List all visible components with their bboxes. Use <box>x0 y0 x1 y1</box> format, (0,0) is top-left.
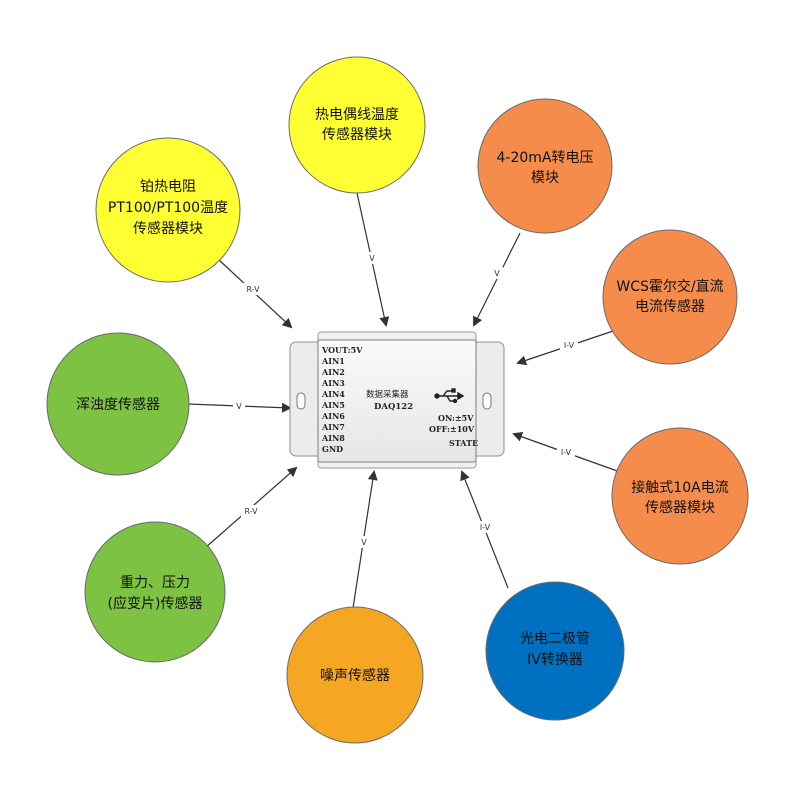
node-pt100-line1: 铂热电阻 <box>140 179 196 195</box>
node-strain-circle <box>84 521 226 663</box>
link-label-contact-10a: I-V <box>561 448 572 457</box>
link-label-pt100: R-V <box>246 285 260 294</box>
node-strain: 重力、压力 (应变片)传感器 <box>84 521 226 663</box>
node-contact-10a-circle <box>611 427 749 565</box>
node-strain-line1: 重力、压力 <box>120 575 190 591</box>
node-noise-circle <box>286 606 424 744</box>
node-thermocouple-line1: 热电偶线温度 <box>315 107 399 123</box>
link-label-photodiode: I-V <box>480 523 491 532</box>
node-current-4-20-line1: 4-20mA转电压 <box>497 150 594 166</box>
node-turbidity: 浑浊度传感器 <box>46 332 190 476</box>
node-thermocouple-circle <box>288 56 426 194</box>
link-labels: V V R-V I-V V I-V R-V I-V V <box>233 252 578 548</box>
device-pin-8: AIN8 <box>321 433 345 443</box>
node-pt100-line3: 传感器模块 <box>133 220 203 237</box>
link-label-turbidity: V <box>236 402 242 411</box>
node-thermocouple: 热电偶线温度 传感器模块 <box>288 56 426 194</box>
node-current-4-20: 4-20mA转电压 模块 <box>477 98 613 234</box>
device-pin-3: AIN3 <box>321 378 345 388</box>
device-pin-0: VOUT:5V <box>321 345 363 355</box>
daq-device: VOUT:5V AIN1 AIN2 AIN3 AIN4 AIN5 AIN6 AI… <box>289 331 505 469</box>
link-label-thermocouple: V <box>369 254 375 263</box>
node-turbidity-circle <box>46 332 190 476</box>
node-pt100-circle <box>95 137 241 283</box>
device-pin-2: AIN2 <box>321 367 345 377</box>
node-current-4-20-line2: 模块 <box>531 170 559 186</box>
link-label-strain: R-V <box>244 507 258 516</box>
node-contact-10a-line2: 传感器模块 <box>645 499 715 516</box>
device-pin-4: AIN4 <box>321 389 345 399</box>
node-thermocouple-line2: 传感器模块 <box>322 126 392 143</box>
node-photodiode-line2: IV转换器 <box>527 651 583 668</box>
usb-icon <box>434 388 465 404</box>
node-pt100: 铂热电阻 PT100/PT100温度 传感器模块 <box>95 137 241 283</box>
device-state: STATE <box>449 438 478 448</box>
node-turbidity-line1: 浑浊度传感器 <box>76 396 160 413</box>
device-on-range: ON:±5V <box>438 413 474 423</box>
device-off-range: OFF:±10V <box>429 424 475 434</box>
node-wcs-hall: WCS霍尔交/直流 电流传感器 <box>602 229 738 365</box>
device-face <box>317 339 477 463</box>
node-pt100-line2: PT100/PT100温度 <box>108 200 228 216</box>
link-label-wcs-hall: I-V <box>564 341 575 350</box>
node-wcs-hall-line2: 电流传感器 <box>635 298 705 315</box>
node-current-4-20-circle <box>477 98 613 234</box>
device-name: 数据采集器 <box>366 389 409 400</box>
device-pin-1: AIN1 <box>321 356 345 366</box>
right-mount-hole-icon <box>482 392 492 410</box>
device-pin-6: AIN6 <box>321 411 345 421</box>
node-photodiode-circle <box>485 581 625 721</box>
device-pin-7: AIN7 <box>321 422 345 432</box>
node-photodiode: 光电二极管 IV转换器 <box>485 581 625 721</box>
left-mount-hole-icon <box>296 392 306 410</box>
device-pin-9: GND <box>322 444 343 454</box>
node-strain-line2: (应变片)传感器 <box>108 595 203 612</box>
node-contact-10a-line1: 接触式10A电流 <box>631 479 728 496</box>
node-noise-line1: 噪声传感器 <box>320 667 390 684</box>
link-label-current-4-20: V <box>494 269 500 278</box>
node-wcs-hall-circle <box>602 229 738 365</box>
node-photodiode-line1: 光电二极管 <box>520 631 590 647</box>
device-model: DAQ122 <box>374 402 413 412</box>
device-pin-5: AIN5 <box>321 400 345 410</box>
node-noise: 噪声传感器 <box>286 606 424 744</box>
node-wcs-hall-line1: WCS霍尔交/直流 <box>616 278 723 295</box>
link-label-noise: V <box>361 538 367 547</box>
node-contact-10a: 接触式10A电流 传感器模块 <box>611 427 749 565</box>
